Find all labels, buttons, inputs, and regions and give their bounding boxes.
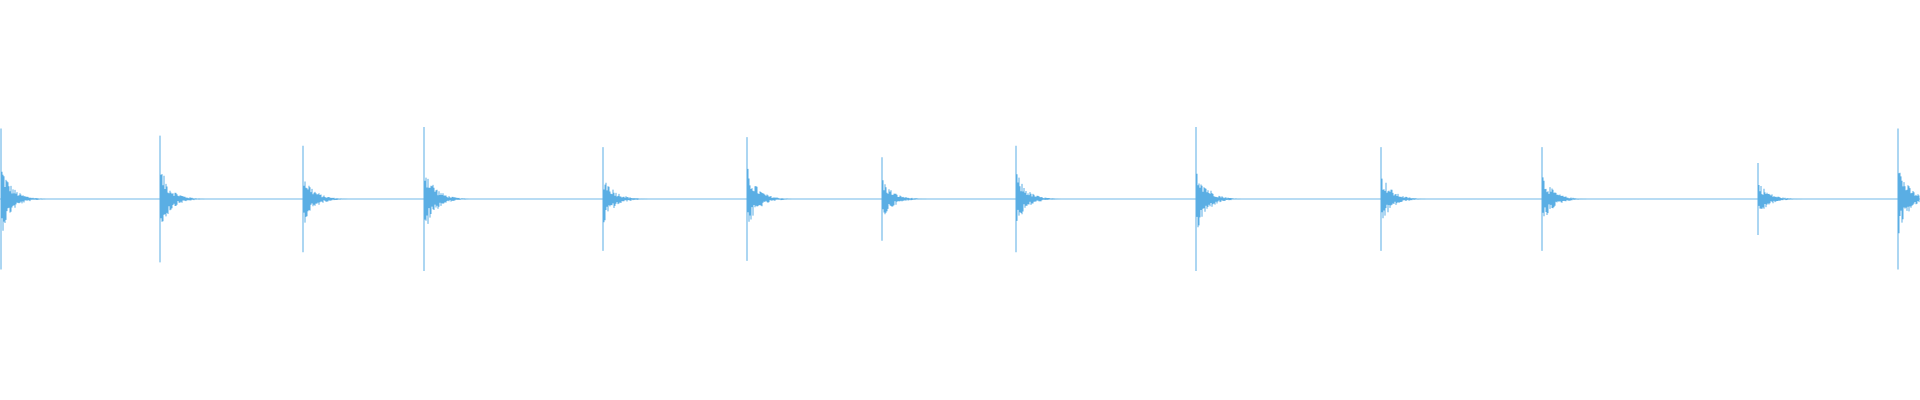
waveform-transient bbox=[159, 135, 205, 263]
waveform-transients bbox=[0, 127, 1920, 271]
waveform-transient bbox=[1015, 145, 1061, 253]
waveform-transient bbox=[1380, 147, 1426, 251]
transient-decay bbox=[882, 180, 927, 215]
transient-decay bbox=[1016, 174, 1061, 221]
transient-decay bbox=[303, 181, 348, 223]
transient-decay bbox=[1, 171, 46, 231]
transient-decay bbox=[424, 177, 469, 224]
waveform-transient bbox=[1897, 128, 1920, 270]
transient-decay bbox=[1196, 173, 1241, 228]
transient-decay bbox=[603, 182, 648, 223]
waveform-transient bbox=[0, 128, 46, 270]
transient-decay bbox=[747, 168, 792, 222]
waveform-transient bbox=[1541, 147, 1587, 251]
waveform-transient bbox=[1195, 127, 1241, 271]
waveform-transient bbox=[746, 137, 792, 261]
transient-decay bbox=[1898, 172, 1920, 234]
transient-decay bbox=[1542, 177, 1587, 217]
transient-decay bbox=[1381, 178, 1426, 219]
waveform-transient bbox=[302, 145, 348, 253]
waveform-transient bbox=[602, 147, 648, 251]
transient-decay bbox=[1758, 185, 1803, 209]
transient-decay bbox=[160, 174, 205, 222]
waveform-transient bbox=[1757, 163, 1803, 235]
waveform-transient bbox=[423, 127, 469, 271]
waveform-transient bbox=[881, 157, 927, 241]
